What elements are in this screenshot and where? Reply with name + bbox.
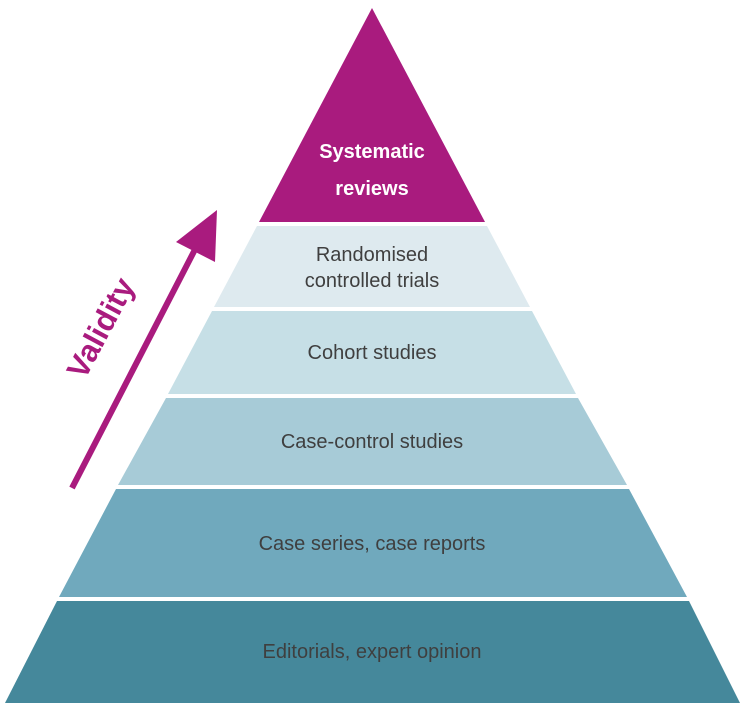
tier-case-series-case-reports: Case series, case reports [59,489,687,597]
tier-label-rct-line2: controlled trials [305,270,440,292]
tier-randomised-controlled-trials: Randomised controlled trials [214,226,530,307]
tier-label-systematic-reviews-line2: reviews [335,178,408,200]
tier-shape-case-control-studies [118,398,627,485]
validity-label: Validity [60,271,142,384]
validity-arrow [69,210,217,490]
tier-label-cohort-studies: Cohort studies [308,342,437,364]
tier-case-control-studies: Case-control studies [118,398,627,485]
validity-arrow-head [176,210,217,262]
tier-label-systematic-reviews-line1: Systematic [319,141,425,163]
tier-shape-cohort-studies [168,311,576,394]
tier-label-case-series-case-reports: Case series, case reports [259,533,486,555]
tier-label-case-control-studies: Case-control studies [281,431,463,453]
tier-shape-case-series-case-reports [59,489,687,597]
tier-systematic-reviews: Systematic reviews [259,8,485,222]
tier-label-rct-line1: Randomised [316,244,428,266]
tier-shape-randomised-controlled-trials [214,226,530,307]
tier-cohort-studies: Cohort studies [168,311,576,394]
tier-shape-systematic-reviews [259,8,485,222]
tier-label-editorials-expert-opinion: Editorials, expert opinion [262,641,481,663]
tier-editorials-expert-opinion: Editorials, expert opinion [5,601,740,703]
validity-arrow-shaft [69,230,207,490]
tier-shape-editorials-expert-opinion [5,601,740,703]
pyramid-tiers: Systematic reviews Randomised controlled… [5,8,740,703]
